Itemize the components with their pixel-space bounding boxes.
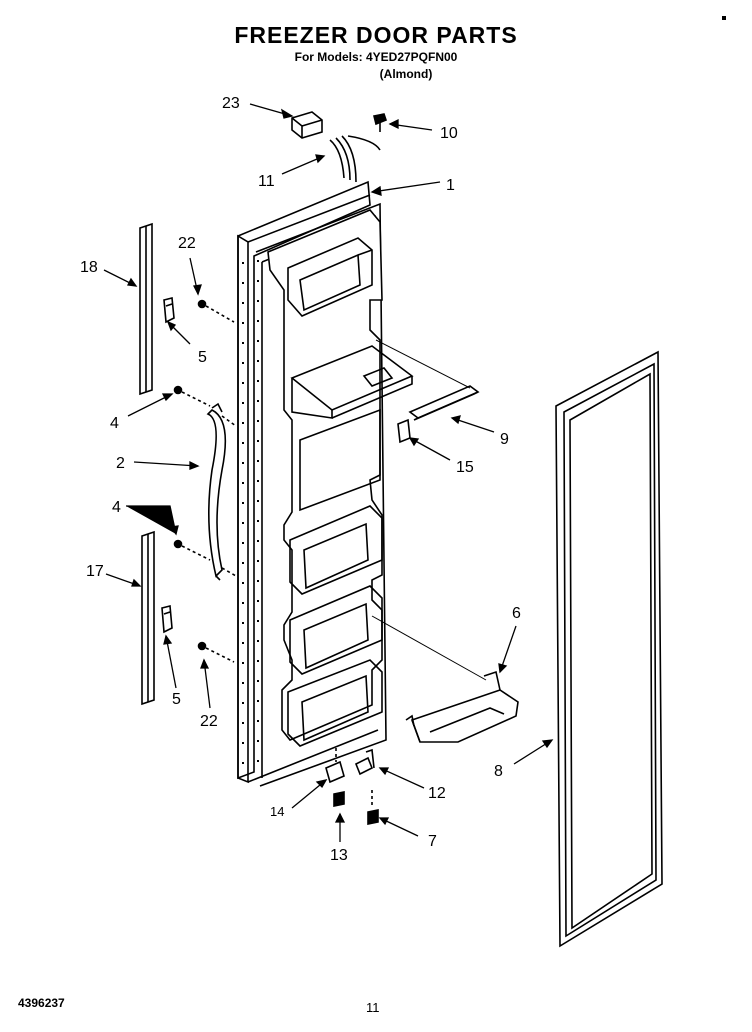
screw-10 [373, 113, 387, 132]
callout-11: 11 [258, 173, 275, 190]
gasket-8 [555, 350, 663, 948]
screw-13 [333, 791, 345, 807]
bar-9 [375, 339, 480, 421]
screws-4-bottom [173, 539, 211, 561]
trim-strip-17 [141, 530, 155, 706]
callout-12: 12 [428, 785, 446, 802]
color-line: (Almond) [379, 67, 433, 81]
document-number: 4396237 [18, 996, 65, 1010]
callout-14: 14 [270, 804, 284, 819]
trim-strip-18 [139, 222, 153, 396]
callout-23: 23 [222, 95, 240, 112]
callout-4-top: 4 [110, 415, 119, 432]
callout-17: 17 [86, 563, 104, 580]
callout-8: 8 [494, 763, 503, 780]
shelf-6 [371, 615, 519, 743]
callout-13: 13 [330, 847, 348, 864]
callout-2: 2 [116, 455, 125, 472]
callout-18: 18 [80, 259, 98, 276]
clip-bottom [161, 604, 173, 634]
callout-6: 6 [512, 605, 521, 622]
wire-harness [329, 135, 381, 183]
callout-7: 7 [428, 833, 437, 850]
callout-4-bottom: 4 [112, 499, 121, 516]
screw-7 [367, 790, 379, 825]
callout-10: 10 [440, 125, 458, 142]
screws-4-top [173, 385, 211, 407]
screws-22-top [197, 299, 235, 323]
connector-23 [291, 111, 323, 139]
callout-15: 15 [456, 459, 474, 476]
page-number: 11 [366, 1000, 380, 1015]
callout-9: 9 [500, 431, 509, 448]
callout-1: 1 [446, 177, 455, 194]
diagram-title: FREEZER DOOR PARTS [234, 22, 518, 48]
door-liner [267, 209, 414, 747]
screws-22-bottom [197, 641, 235, 663]
door-handle [206, 402, 237, 581]
callout-22-top: 22 [178, 235, 196, 252]
corner-dot [722, 16, 726, 20]
models-line: For Models: 4YED27PQFN00 [294, 50, 458, 64]
callout-22-bottom: 22 [200, 713, 218, 730]
bracket-14 [325, 748, 345, 784]
hinge-12 [354, 748, 375, 776]
callout-5-bottom: 5 [172, 691, 181, 708]
callout-labels: 23 10 11 1 22 18 5 4 9 15 2 4 17 6 5 22 … [80, 95, 521, 864]
clip-top [163, 296, 175, 324]
bracket-15 [397, 418, 411, 444]
callout-5-top: 5 [198, 349, 207, 366]
